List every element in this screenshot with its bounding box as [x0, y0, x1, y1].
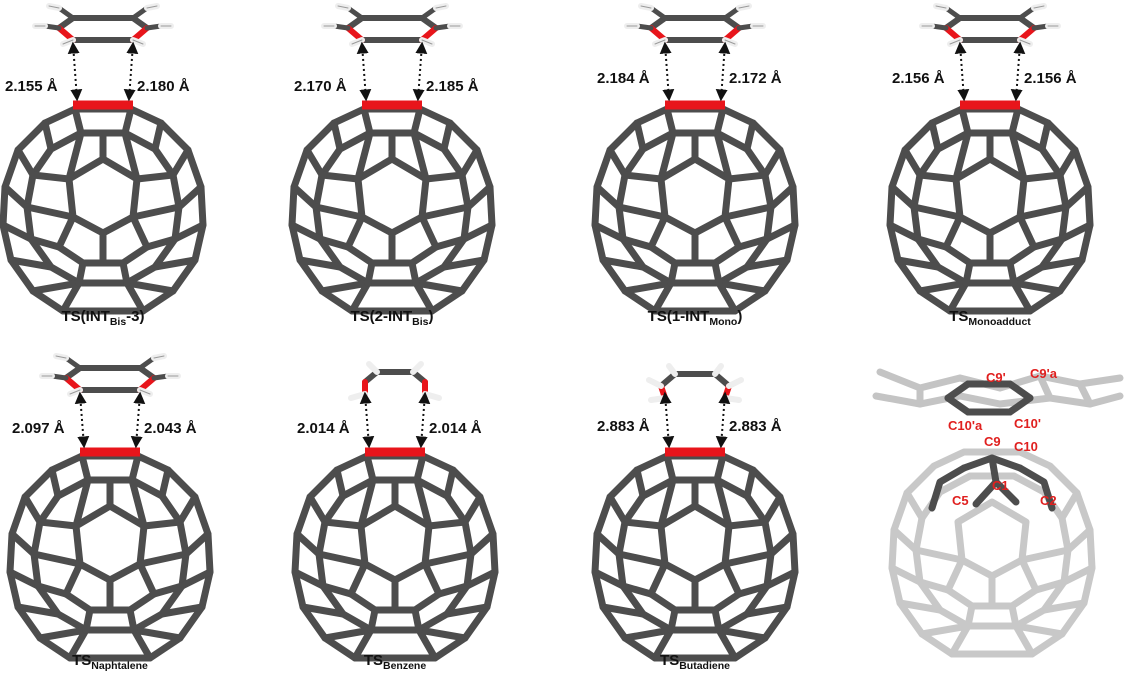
fullerene-cage — [3, 105, 203, 311]
adduct-fragment — [42, 356, 178, 394]
distance-right: 2.185 Å — [426, 78, 479, 95]
adduct-fragment — [35, 6, 171, 44]
panel-6 — [295, 364, 495, 658]
distance-arrow-left — [659, 41, 675, 102]
atom-label-c10p: C10' — [1014, 416, 1041, 431]
panel-caption: TSNaphtalene — [72, 652, 148, 672]
distance-left: 2.155 Å — [5, 78, 58, 95]
panel-caption: TSMonoadduct — [949, 308, 1031, 328]
panel-caption: TSBenzene — [363, 652, 427, 672]
fullerene-cage — [10, 452, 210, 658]
panel-caption: TS(INTBis-3) — [61, 308, 145, 328]
distance-arrow-right — [130, 391, 146, 449]
panel-caption: TSButadiene — [660, 652, 730, 672]
fullerene-cage — [890, 105, 1090, 311]
panel-5 — [10, 356, 210, 658]
atom-label-c10pa: C10'a — [948, 418, 983, 433]
adduct-fragment — [627, 6, 763, 44]
distance-left: 2.883 Å — [597, 418, 650, 435]
distance-right: 2.043 Å — [144, 420, 197, 437]
panel-caption: TS(2-INTBis) — [350, 308, 434, 328]
distance-arrow-right — [412, 41, 428, 102]
distance-left: 2.014 Å — [297, 420, 350, 437]
atom-label-c1: C1 — [992, 478, 1009, 493]
distance-arrow-right — [715, 41, 731, 102]
fullerene-cage — [595, 452, 795, 658]
distance-arrow-left — [954, 41, 970, 102]
distance-arrow-left — [359, 391, 375, 449]
fullerene-cage — [292, 105, 492, 311]
panel-3 — [595, 6, 795, 311]
distance-right: 2.180 Å — [137, 78, 190, 95]
adduct-fragment — [649, 366, 741, 400]
atom-label-c9p: C9' — [986, 370, 1006, 385]
distance-left: 2.170 Å — [294, 78, 347, 95]
panel-caption: TS(1-INTMono) — [647, 308, 743, 328]
distance-left: 2.097 Å — [12, 420, 65, 437]
fullerene-cage — [595, 105, 795, 311]
distance-arrow-left — [74, 391, 90, 449]
distance-arrow-right — [123, 41, 139, 102]
panel-7 — [595, 366, 795, 658]
distance-arrow-left — [67, 41, 83, 102]
distance-right: 2.014 Å — [429, 420, 482, 437]
distance-left: 2.184 Å — [597, 70, 650, 87]
distance-arrow-right — [415, 391, 431, 449]
adduct-fragment — [922, 6, 1058, 44]
distance-right: 2.172 Å — [729, 70, 782, 87]
atom-label-c10: C10 — [1014, 439, 1038, 454]
panel-1 — [3, 6, 203, 311]
fullerene-cage — [295, 452, 495, 658]
atom-label-c5: C5 — [952, 493, 969, 508]
distance-arrow-left — [659, 391, 675, 449]
adduct-fragment — [324, 6, 460, 44]
adduct-fragment — [351, 364, 439, 398]
atom-label-c9pa: C9'a — [1030, 366, 1058, 381]
distance-arrow-right — [715, 391, 731, 449]
atom-label-c2: C2 — [1040, 493, 1057, 508]
atom-label-c9: C9 — [984, 434, 1001, 449]
distance-left: 2.156 Å — [892, 70, 945, 87]
highlighted-structure — [872, 368, 1124, 658]
distance-arrow-left — [356, 41, 372, 102]
panel-2 — [292, 6, 492, 311]
distance-right: 2.883 Å — [729, 418, 782, 435]
panel-4 — [890, 6, 1090, 311]
distance-right: 2.156 Å — [1024, 70, 1077, 87]
distance-arrow-right — [1010, 41, 1026, 102]
